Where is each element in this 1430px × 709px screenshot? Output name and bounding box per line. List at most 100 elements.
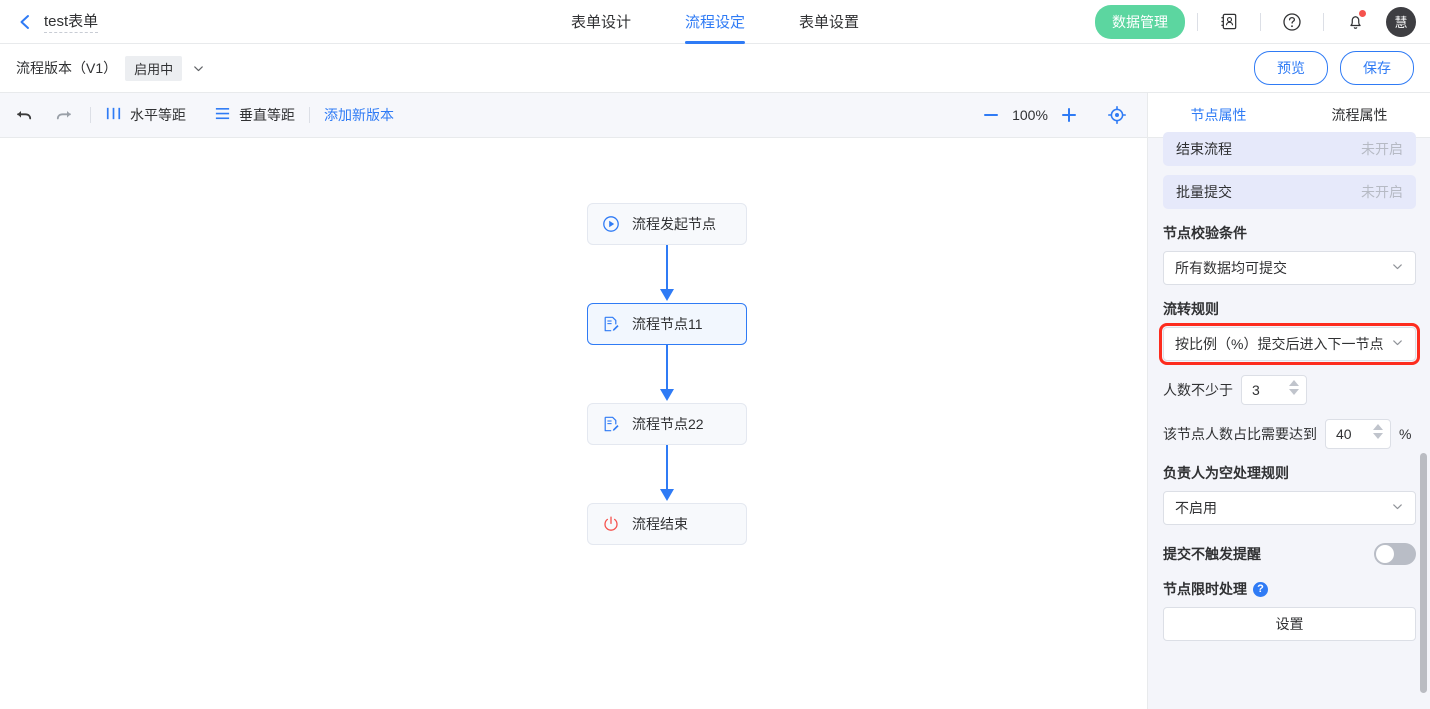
version-status-badge: 启用中 xyxy=(125,55,183,81)
time-limit-label-row: 节点限时处理 ? xyxy=(1163,579,1416,599)
flow-connector xyxy=(587,345,747,403)
redo-arrow-icon[interactable] xyxy=(50,102,76,128)
min-people-row: 人数不少于 3 xyxy=(1163,375,1416,405)
undo-arrow-icon[interactable] xyxy=(12,102,38,128)
flow-canvas[interactable]: 流程发起节点 流程节点11 流程节点22 流程结束 xyxy=(0,138,1147,709)
no-remind-toggle[interactable] xyxy=(1374,543,1416,565)
flow-node-22[interactable]: 流程节点22 xyxy=(587,403,747,445)
row-batch-submit[interactable]: 批量提交 未开启 xyxy=(1163,175,1416,209)
percent-rule-stepper[interactable]: 40 xyxy=(1325,419,1391,449)
version-label: 流程版本（V1） xyxy=(16,60,118,76)
time-limit-settings-button[interactable]: 设置 xyxy=(1163,607,1416,641)
back-button[interactable] xyxy=(16,13,34,31)
help-circle-filled-icon[interactable]: ? xyxy=(1253,581,1268,597)
flow-node-end[interactable]: 流程结束 xyxy=(587,503,747,545)
help-circle-icon[interactable] xyxy=(1279,9,1305,35)
owner-empty-rule-value: 不启用 xyxy=(1175,500,1217,516)
save-button[interactable]: 保存 xyxy=(1340,51,1414,85)
canvas-toolbar: 水平等距 垂直等距 添加新版本 100% xyxy=(0,93,1147,138)
form-title[interactable]: test表单 xyxy=(44,10,99,33)
row-end-flow[interactable]: 结束流程 未开启 xyxy=(1163,132,1416,166)
flow-node-11[interactable]: 流程节点11 xyxy=(587,303,747,345)
tab-form-design[interactable]: 表单设计 xyxy=(570,14,631,31)
zoom-level: 100% xyxy=(1012,107,1048,123)
avatar[interactable]: 慧 xyxy=(1386,6,1416,37)
flow-connector xyxy=(587,445,747,503)
row-label: 结束流程 xyxy=(1176,141,1232,157)
flow-rule-select[interactable]: 按比例（%）提交后进入下一节点 xyxy=(1159,323,1420,365)
version-bar: 流程版本（V1） 启用中 预览 保存 xyxy=(0,44,1430,93)
bell-icon[interactable] xyxy=(1342,9,1368,35)
tab-form-settings[interactable]: 表单设置 xyxy=(799,14,860,31)
version-actions: 预览 保存 xyxy=(1254,51,1414,85)
divider xyxy=(309,107,310,123)
add-new-version-link[interactable]: 添加新版本 xyxy=(324,107,394,123)
chevron-down-icon xyxy=(1391,336,1404,352)
horizontal-distribute-icon xyxy=(105,105,122,125)
chevron-down-icon xyxy=(1391,500,1404,516)
row-label: 批量提交 xyxy=(1176,184,1232,200)
zoom-in-button[interactable] xyxy=(1053,99,1085,131)
row-state: 未开启 xyxy=(1361,141,1403,157)
flow-node-label: 流程发起节点 xyxy=(632,216,716,232)
play-circle-icon xyxy=(602,215,620,233)
divider xyxy=(1197,12,1198,31)
tab-flow-settings[interactable]: 流程设定 xyxy=(684,0,746,44)
edit-document-icon xyxy=(602,415,620,433)
stepper-down-icon[interactable] xyxy=(1373,433,1383,439)
main-nav-tabs: 表单设计 流程设定 表单设置 xyxy=(571,0,859,44)
flow-diagram: 流程发起节点 流程节点11 流程节点22 流程结束 xyxy=(587,203,747,545)
divider xyxy=(1323,12,1324,31)
panel-body: 结束流程 未开启 批量提交 未开启 节点校验条件 所有数据均可提交 流转规则 按… xyxy=(1148,132,1430,709)
divider xyxy=(1260,12,1261,31)
stepper-down-icon[interactable] xyxy=(1289,389,1299,395)
stepper-arrows xyxy=(1373,424,1383,439)
time-limit-label: 节点限时处理 xyxy=(1163,581,1247,597)
owner-empty-rule-label: 负责人为空处理规则 xyxy=(1163,465,1289,481)
crosshair-target-icon[interactable] xyxy=(1101,99,1133,131)
validation-select[interactable]: 所有数据均可提交 xyxy=(1163,251,1416,285)
percent-rule-label: 该节点人数占比需要达到 xyxy=(1163,426,1317,442)
properties-panel: 节点属性 流程属性 结束流程 未开启 批量提交 未开启 节点校验条件 所有数据均… xyxy=(1147,93,1430,709)
stepper-arrows xyxy=(1289,380,1299,395)
validation-label: 节点校验条件 xyxy=(1163,225,1247,241)
preview-button[interactable]: 预览 xyxy=(1254,51,1328,85)
header-actions: 数据管理 慧 xyxy=(1095,4,1416,39)
flow-node-start[interactable]: 流程发起节点 xyxy=(587,203,747,245)
data-management-button[interactable]: 数据管理 xyxy=(1095,4,1185,39)
stepper-up-icon[interactable] xyxy=(1289,380,1299,386)
align-horizontal-button[interactable]: 水平等距 xyxy=(105,105,186,125)
flow-node-label: 流程节点11 xyxy=(632,316,703,332)
align-vertical-button[interactable]: 垂直等距 xyxy=(214,105,295,125)
stepper-up-icon[interactable] xyxy=(1373,424,1383,430)
chevron-down-icon[interactable] xyxy=(192,62,205,75)
edit-document-icon xyxy=(602,315,620,333)
flow-connector xyxy=(587,245,747,303)
panel-scrollbar[interactable] xyxy=(1420,453,1427,693)
divider xyxy=(90,107,91,123)
owner-empty-rule-select[interactable]: 不启用 xyxy=(1163,491,1416,525)
align-horizontal-label: 水平等距 xyxy=(130,107,186,123)
percent-suffix: % xyxy=(1399,426,1412,442)
flow-node-label: 流程节点22 xyxy=(632,416,704,432)
flow-node-label: 流程结束 xyxy=(632,516,688,532)
zoom-out-button[interactable] xyxy=(975,99,1007,131)
validation-value: 所有数据均可提交 xyxy=(1175,260,1287,276)
min-people-stepper[interactable]: 3 xyxy=(1241,375,1307,405)
zoom-controls: 100% xyxy=(975,99,1133,131)
panel-tabs: 节点属性 流程属性 xyxy=(1148,93,1430,138)
tab-node-properties[interactable]: 节点属性 xyxy=(1178,93,1259,138)
power-off-icon xyxy=(602,515,620,533)
contacts-icon[interactable] xyxy=(1216,9,1242,35)
percent-rule-row: 该节点人数占比需要达到 40 % xyxy=(1163,419,1416,449)
row-state: 未开启 xyxy=(1361,184,1403,200)
flow-rule-label: 流转规则 xyxy=(1163,301,1219,317)
notification-dot xyxy=(1359,9,1366,17)
no-remind-label: 提交不触发提醒 xyxy=(1163,546,1261,562)
tab-flow-properties[interactable]: 流程属性 xyxy=(1331,107,1388,123)
align-vertical-label: 垂直等距 xyxy=(239,107,295,123)
flow-rule-value: 按比例（%）提交后进入下一节点 xyxy=(1175,336,1384,352)
vertical-distribute-icon xyxy=(214,105,231,125)
min-people-label: 人数不少于 xyxy=(1163,382,1233,398)
no-remind-row: 提交不触发提醒 xyxy=(1163,543,1416,565)
